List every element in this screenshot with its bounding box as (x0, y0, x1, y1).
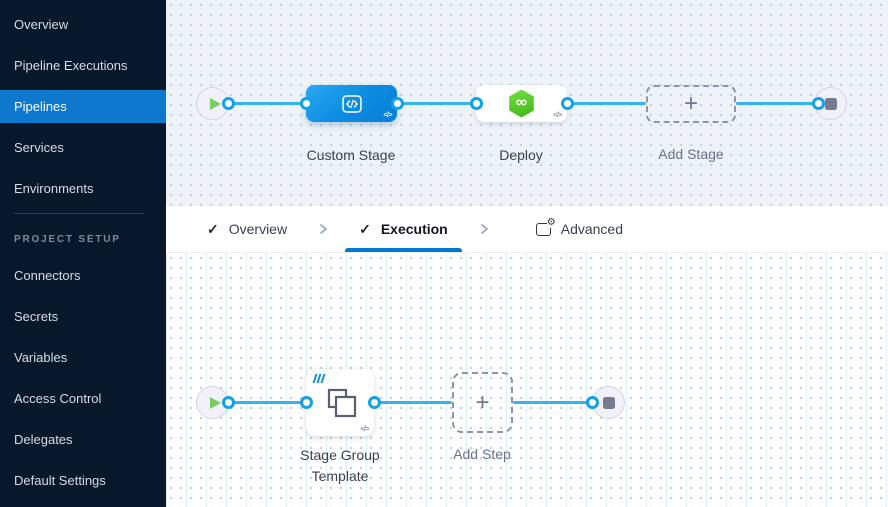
sidebar-setup-nav: Connectors Secrets Variables Access Cont… (0, 259, 166, 497)
link-port (586, 396, 599, 409)
link-port (300, 97, 313, 110)
stop-icon (602, 396, 615, 409)
plus-icon: + (683, 90, 698, 117)
yaml-code-mini-icon: </> (553, 112, 562, 119)
chevron-right-icon (317, 223, 329, 235)
yaml-code-mini-icon: </> (360, 426, 369, 433)
edge-template-to-add-step (374, 401, 452, 404)
edge-add-step-to-end (513, 401, 592, 404)
sidebar-item-pipeline-executions[interactable]: Pipeline Executions (14, 58, 128, 73)
link-port (561, 97, 574, 110)
link-port (368, 396, 381, 409)
stage-group-icon (327, 388, 357, 417)
tab-execution-label: Execution (380, 221, 448, 237)
project-setup-header: PROJECT SETUP (14, 234, 121, 245)
sidebar-item-default-settings[interactable]: Default Settings (14, 473, 106, 488)
advanced-settings-icon: ⚙ (535, 217, 556, 236)
play-icon (209, 396, 221, 409)
add-stage-label: Add Stage (658, 146, 724, 162)
add-stage-button[interactable]: + (646, 85, 736, 123)
edge-start-to-template (224, 401, 306, 404)
sidebar-item-variables[interactable]: Variables (14, 350, 68, 365)
add-step-button[interactable]: + (452, 372, 513, 433)
step-node-stage-group-template[interactable]: </> (306, 369, 374, 436)
tab-overview-label: Overview (228, 221, 288, 237)
check-icon: ✓ (359, 220, 371, 237)
sidebar-item-delegates[interactable]: Delegates (14, 432, 73, 447)
main-area: </> ∞ </> + Custom Stage Deploy A (166, 0, 888, 507)
sidebar-item-overview[interactable]: Overview (14, 17, 69, 32)
yaml-code-mini-icon: </> (383, 112, 392, 119)
link-port (222, 396, 235, 409)
link-port (812, 97, 825, 110)
sidebar-item-access-control[interactable]: Access Control (14, 391, 102, 406)
stop-icon (824, 97, 837, 110)
template-badge-icon (312, 374, 326, 383)
edge-start-to-custom-stage (224, 102, 306, 105)
stage-node-deploy[interactable]: ∞ </> (476, 85, 567, 122)
step-label-stage-group-template: Stage Group Template (300, 447, 380, 484)
infinity-glyph: ∞ (515, 93, 528, 111)
play-icon (209, 97, 221, 110)
tab-execution[interactable]: ✓ Execution (345, 206, 462, 252)
tab-advanced-label: Advanced (560, 221, 624, 237)
sidebar-item-environments[interactable]: Environments (14, 181, 94, 196)
custom-stage-code-icon (341, 94, 362, 113)
link-port (222, 97, 235, 110)
edge-deploy-to-add-stage (567, 102, 646, 105)
stage-label-custom-stage: Custom Stage (306, 147, 396, 163)
stage-graph-canvas[interactable]: </> ∞ </> + Custom Stage Deploy A (166, 0, 888, 206)
sidebar-nav: Overview Pipeline Executions Pipelines S… (0, 8, 166, 205)
chevron-right-icon (478, 223, 490, 235)
sidebar: Overview Pipeline Executions Pipelines S… (0, 0, 166, 507)
edge-custom-stage-to-deploy (397, 102, 476, 105)
link-port (300, 396, 313, 409)
tab-overview[interactable]: ✓ Overview (193, 206, 301, 252)
sidebar-item-connectors[interactable]: Connectors (14, 268, 81, 283)
check-icon: ✓ (207, 220, 219, 237)
edge-add-stage-to-end (736, 102, 816, 105)
cd-hexagon-icon: ∞ (509, 89, 534, 118)
link-port (470, 97, 483, 110)
stage-config-tabs: ✓ Overview ✓ Execution ⚙ Advanced (166, 206, 888, 253)
gear-icon: ⚙ (546, 216, 556, 228)
stage-label-deploy: Deploy (499, 147, 543, 163)
sidebar-item-secrets[interactable]: Secrets (14, 309, 59, 324)
plus-icon: + (475, 388, 490, 416)
execution-graph-canvas[interactable]: </> + Stage Group Template Add Step (166, 253, 888, 507)
tab-advanced[interactable]: ⚙ Advanced (522, 206, 637, 252)
link-port (391, 97, 404, 110)
add-step-label: Add Step (453, 446, 511, 462)
sidebar-item-services[interactable]: Services (14, 140, 64, 155)
sidebar-item-pipelines[interactable]: Pipelines (0, 90, 166, 123)
stage-node-custom-stage[interactable]: </> (306, 85, 397, 122)
sidebar-divider (14, 213, 144, 214)
